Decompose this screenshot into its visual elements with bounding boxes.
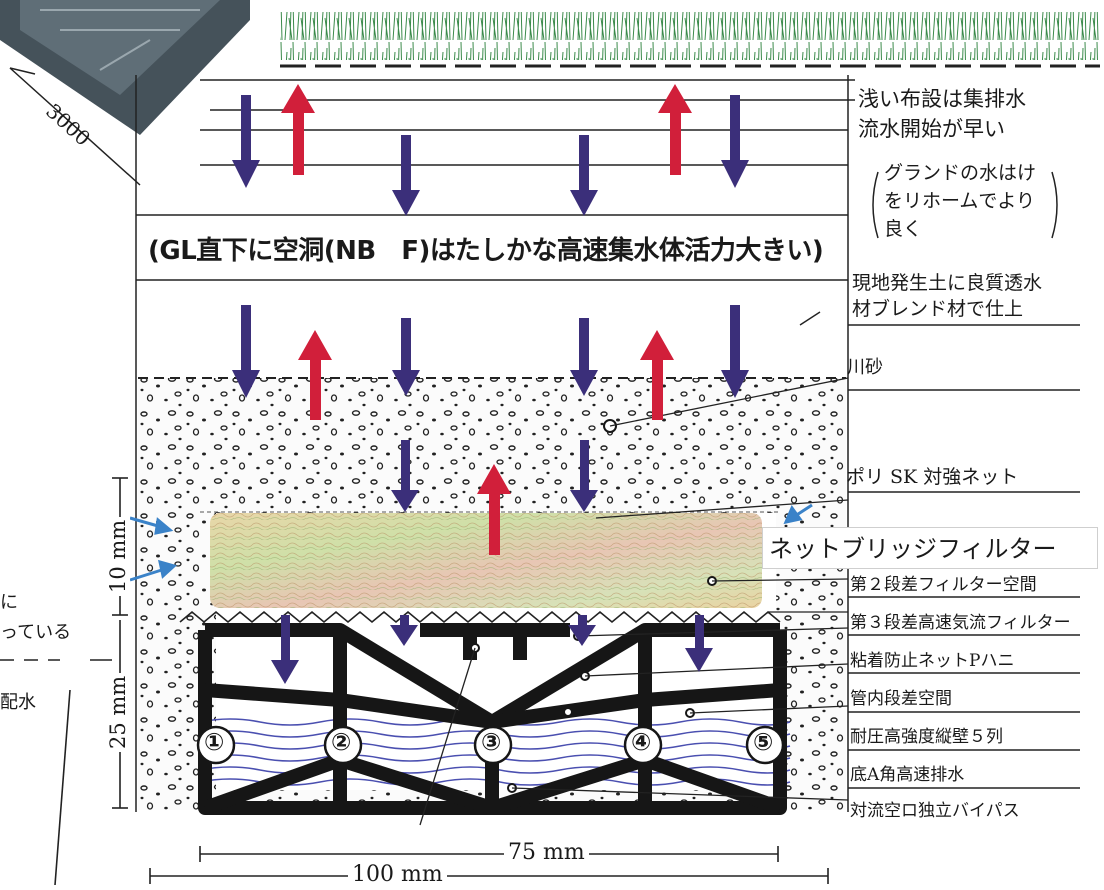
second-filter-label: 第２段差フィルター空間	[850, 575, 1037, 595]
down-arrows	[232, 95, 749, 684]
wall-number-4: ④	[631, 728, 652, 756]
wall-number-5: ⑤	[753, 728, 774, 756]
lower-height-dimension: 25 mm	[106, 672, 130, 752]
ground-note-line3: 良く	[884, 218, 923, 240]
soil-label-line2: 材ブレンド材で仕上	[852, 298, 1024, 320]
side-inflow-arrows	[129, 503, 813, 582]
wall-number-3: ③	[481, 728, 502, 756]
cutoff-text-line3: 配水	[0, 692, 36, 713]
shallow-note-line1: 浅い布設は集排水	[858, 87, 1026, 111]
walls-label: 耐圧高強度縦壁５列	[850, 727, 1003, 747]
wall-number-circles	[196, 725, 785, 765]
up-arrows	[281, 84, 692, 555]
river-sand-label: 川砂	[847, 357, 883, 378]
soil-label-line1: 現地発生土に良質透水	[852, 272, 1043, 294]
ground-note-line2: をリホームでより	[884, 190, 1036, 212]
bottom-drain-label: 底A角高速排水	[850, 765, 965, 785]
ground-note-line1: グランドの水はけ	[884, 162, 1037, 184]
pipe-frame	[198, 623, 787, 815]
cutoff-text-line2: っている	[0, 622, 72, 643]
pipe-space-label: 管内段差空間	[850, 689, 952, 709]
upper-height-dimension: 10 mm	[106, 516, 130, 596]
anti-stick-net-label: 粘着防止ネットPハニ	[850, 651, 1015, 671]
poly-net-label: ポリ SK 対強ネット	[846, 466, 1019, 488]
grass-surface	[280, 12, 1100, 60]
shallow-note-line2: 流水開始が早い	[858, 117, 1005, 141]
net-bridge-filter-label: ネットブリッジフィルター	[762, 527, 1098, 569]
product-photo	[0, 0, 250, 186]
wall-number-1: ①	[204, 728, 225, 756]
third-filter-label: 第３段差高速気流フィルター	[850, 613, 1071, 633]
cutoff-text-line1: に	[0, 592, 18, 613]
bypass-label: 対流空ロ独立バイパス	[850, 801, 1020, 821]
inner-width-dimension: 75 mm	[504, 840, 589, 865]
outer-width-dimension: 100 mm	[348, 862, 447, 887]
banner-text: (GL直下に空洞(NB F)はたしかな高速集水体活力大きい)	[148, 236, 824, 266]
wall-number-2: ②	[331, 728, 352, 756]
